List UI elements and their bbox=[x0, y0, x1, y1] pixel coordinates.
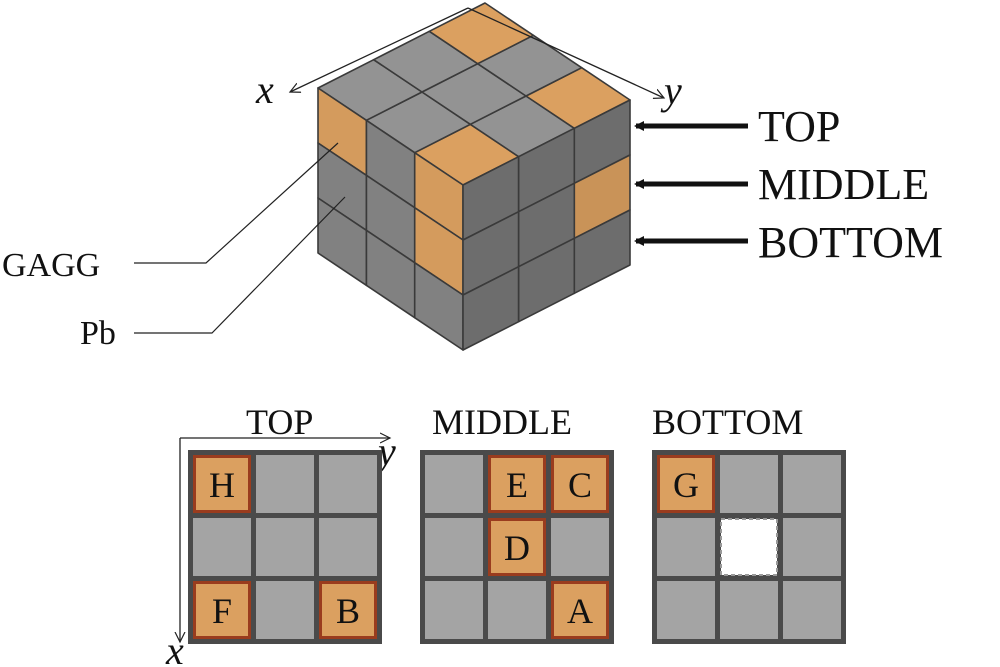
cube-right-pb-block bbox=[573, 209, 631, 295]
cell-letter-b: B bbox=[336, 591, 360, 631]
cell-letter-d: D bbox=[504, 528, 530, 568]
detector-cube-3d bbox=[317, 2, 631, 351]
pb-cell bbox=[425, 455, 483, 513]
top-grid-title: TOP bbox=[246, 402, 313, 442]
bottom-layer-label: BOTTOM bbox=[758, 218, 943, 267]
gagg-cell bbox=[488, 455, 546, 513]
cell-letter-h: H bbox=[209, 465, 235, 505]
cube-axes: x y bbox=[255, 7, 682, 113]
cell-letter-e: E bbox=[506, 465, 528, 505]
pb-leader-line bbox=[134, 196, 346, 334]
pb-cell bbox=[319, 455, 377, 513]
pb-cell bbox=[551, 518, 609, 576]
cube-x-axis-arrow bbox=[290, 7, 469, 92]
pb-cell bbox=[657, 581, 715, 639]
pb-cell bbox=[783, 518, 841, 576]
gagg-cell bbox=[193, 455, 251, 513]
pb-cell bbox=[783, 455, 841, 513]
pb-cell bbox=[720, 455, 778, 513]
pb-cell bbox=[488, 581, 546, 639]
pb-cell bbox=[256, 518, 314, 576]
grid-top: H F B bbox=[188, 450, 382, 644]
pb-label: Pb bbox=[80, 315, 116, 352]
cube-top-gagg-block bbox=[428, 2, 535, 65]
cube-y-axis-label: y bbox=[660, 68, 682, 113]
cell-letter-a: A bbox=[567, 591, 593, 631]
pb-cell bbox=[193, 518, 251, 576]
material-callouts: GAGG Pb bbox=[2, 142, 346, 352]
middle-layer-label: MIDDLE bbox=[758, 160, 929, 209]
gagg-label: GAGG bbox=[2, 247, 100, 284]
pb-cell bbox=[256, 581, 314, 639]
pb-cell bbox=[720, 581, 778, 639]
pb-cell bbox=[425, 518, 483, 576]
empty-cell bbox=[720, 518, 778, 576]
gagg-cell bbox=[193, 581, 251, 639]
gagg-cell bbox=[551, 581, 609, 639]
gagg-cell bbox=[319, 581, 377, 639]
grid-x-axis-label: x bbox=[165, 628, 184, 667]
pb-cell bbox=[783, 581, 841, 639]
pb-cell bbox=[319, 518, 377, 576]
cell-letter-g: G bbox=[673, 465, 699, 505]
pb-cell bbox=[256, 455, 314, 513]
top-layer-label: TOP bbox=[758, 102, 840, 151]
cube-y-axis-arrow bbox=[467, 7, 664, 98]
pb-cell bbox=[657, 518, 715, 576]
pb-cell bbox=[425, 581, 483, 639]
bottom-grid-title: BOTTOM bbox=[652, 402, 803, 442]
layer-indicators: TOP MIDDLE BOTTOM bbox=[634, 102, 943, 267]
gagg-cell bbox=[551, 455, 609, 513]
cell-letter-f: F bbox=[212, 591, 232, 631]
gagg-cell bbox=[657, 455, 715, 513]
middle-grid-title: MIDDLE bbox=[432, 402, 572, 442]
cell-letter-c: C bbox=[568, 465, 592, 505]
grid-bottom: G bbox=[652, 450, 846, 644]
gagg-leader-line bbox=[134, 142, 339, 264]
cube-x-axis-label: x bbox=[255, 67, 274, 112]
gagg-cell bbox=[488, 518, 546, 576]
